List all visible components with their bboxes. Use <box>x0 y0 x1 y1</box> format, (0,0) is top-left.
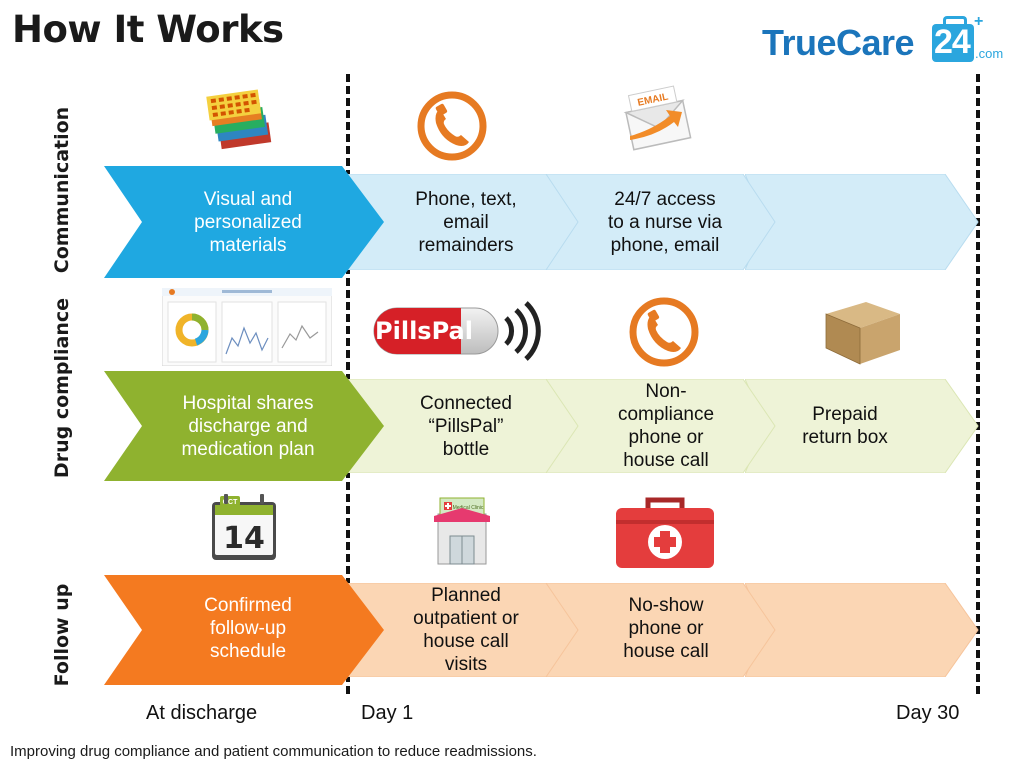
drug-step-2-text: Connected “PillsPal” bottle <box>420 392 512 460</box>
drug-step-1-text: Hospital shares discharge and medication… <box>181 392 315 460</box>
comm-chevron-4 <box>745 174 980 270</box>
timeline-at-discharge: At discharge <box>146 702 258 724</box>
email-icon: EMAIL <box>620 84 696 154</box>
footer-caption: Improving drug compliance and patient co… <box>10 743 537 760</box>
comm-chevron-1 <box>104 166 386 278</box>
page-title: How It Works <box>12 8 284 51</box>
svg-text:OCT: OCT <box>223 499 239 506</box>
svg-text:Medical Clinic: Medical Clinic <box>453 505 484 511</box>
phone-icon-compliance <box>628 296 700 368</box>
follow-step-3-text: No-show phone or house call <box>623 594 709 662</box>
pillspal-bottle-icon: PillsPal <box>372 300 548 362</box>
first-aid-kit-icon <box>612 494 718 570</box>
calendar-icon: OCT 14 <box>208 492 280 564</box>
return-box-icon <box>816 292 906 366</box>
logo-case <box>932 24 974 62</box>
follow-step-2-text: Planned outpatient or house call visits <box>413 585 519 675</box>
printed-materials-icon <box>206 86 278 156</box>
phone-icon-communication <box>416 90 488 162</box>
logo-number: 24 <box>934 23 971 61</box>
logo-suffix: .com <box>975 46 1004 61</box>
svg-text:14: 14 <box>223 521 265 556</box>
drug-step-4-text: Prepaid return box <box>802 404 888 448</box>
dashboard-screenshot-icon <box>161 287 333 367</box>
comm-step-1-text: Visual and personalized materials <box>194 188 302 256</box>
follow-chevron-4 <box>745 583 980 677</box>
drug-step-3-text: Non- compliance phone or house call <box>617 381 715 471</box>
svg-text:PillsPal: PillsPal <box>375 317 473 345</box>
logo-plus: + <box>974 13 984 30</box>
timeline-day1: Day 1 <box>361 702 414 724</box>
follow-step-1-text: Confirmed follow-up schedule <box>204 594 292 662</box>
logo-case-handle <box>943 16 967 28</box>
follow-chevron-1 <box>104 575 386 685</box>
drug-chevron-1 <box>104 371 386 481</box>
timeline-day30: Day 30 <box>896 702 960 724</box>
clinic-building-icon: Medical Clinic <box>430 494 494 566</box>
comm-step-2-text: Phone, text, email remainders <box>415 188 517 256</box>
truecare-logo: TrueCare 24 + .com <box>762 10 1004 70</box>
logo-text: TrueCare <box>762 22 915 63</box>
comm-step-3-text: 24/7 access to a nurse via phone, email <box>607 188 723 256</box>
day30-dashed-line <box>976 74 980 694</box>
